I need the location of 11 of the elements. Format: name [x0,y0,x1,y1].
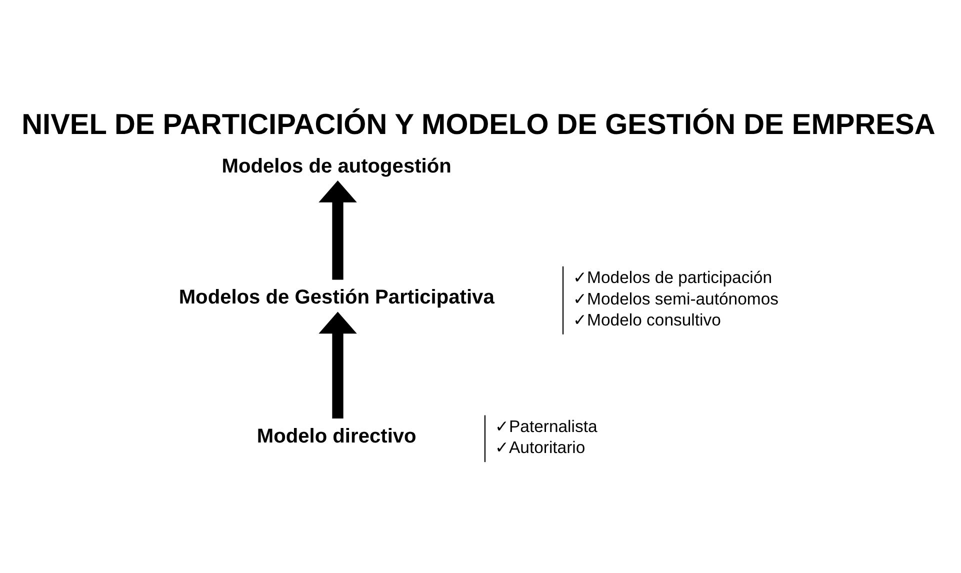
node-label: ✓Autoritario [494,438,586,457]
diagram-title: NIVEL DE PARTICIPACIÓN Y MODELO DE GESTIÓN DE EMPRESA [22,108,936,140]
node-text: Modelo directivo [256,424,416,447]
node-label: ✓Modelo consultivo [573,310,721,329]
node-label: ✓Paternalista [494,416,598,436]
arrow [318,311,357,418]
node-label: ✓Modelos de participación [573,268,772,287]
arrow [318,180,357,280]
node-text: Modelos de Gestión Participativa [178,286,494,308]
node-label: ✓Modelos semi-autónomos [573,288,778,308]
node-text: Modelos de autogestión [222,155,452,178]
